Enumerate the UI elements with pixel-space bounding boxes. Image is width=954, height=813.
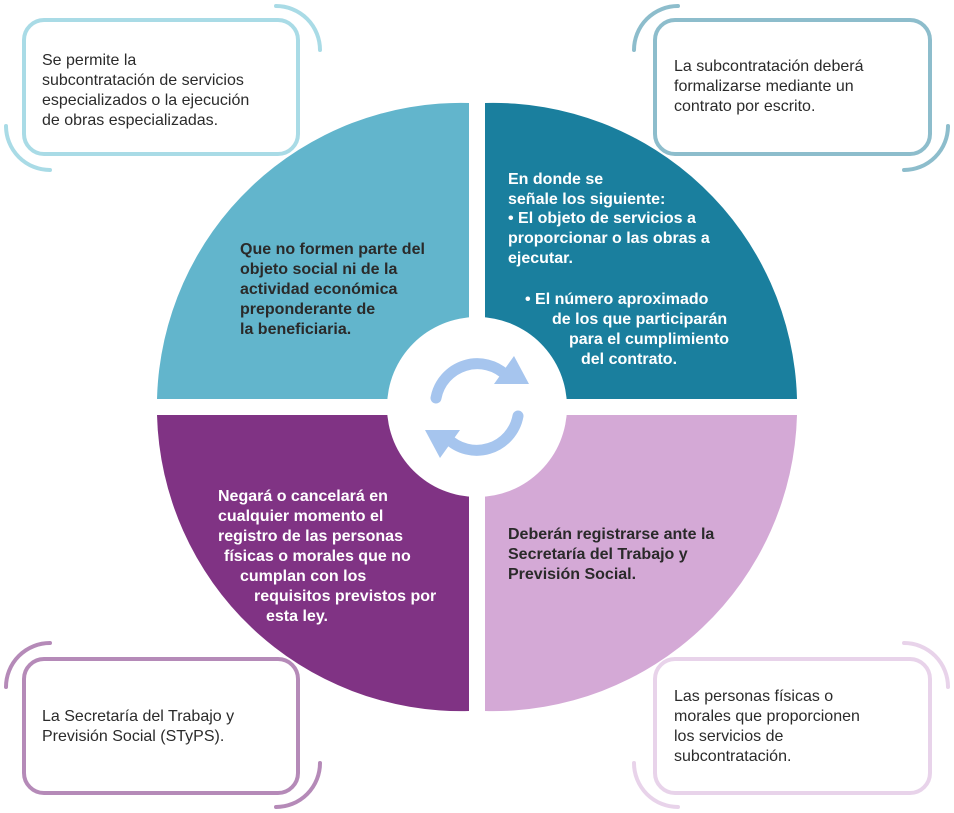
box-bottom-left-frame [22, 657, 300, 795]
bullet-2-line: de los que participarán [552, 311, 728, 328]
box-top-right-line: formalizarse mediante un [674, 78, 854, 95]
box-top-right-line: contrato por escrito. [674, 98, 816, 115]
box-bottom-right-frame [653, 657, 932, 795]
box-bottom-right-line: subcontratación. [674, 748, 792, 765]
box-top-left-line: especializados o la ejecución [42, 92, 250, 109]
quadrant-bottom-left-text: Negará o cancelará en cualquier momento … [218, 487, 436, 627]
box-top-left-line: Se permite la [42, 52, 137, 69]
arc-top-left-b [4, 124, 52, 172]
bullet-2-line: del contrato. [581, 351, 678, 368]
quadrant-top-right-bullet-2: • El número aproximado de los que partic… [525, 290, 729, 370]
quadrant-top-left-line: la beneficiaria. [240, 321, 352, 338]
box-top-left-frame [22, 18, 300, 156]
quadrant-top-right-intro-line: En donde se [508, 171, 604, 188]
box-bottom-left-line: La Secretaría del Trabajo y [42, 708, 235, 725]
quadrant-bottom-left-line: Negará o cancelará en [218, 488, 388, 505]
box-top-right-frame [653, 18, 932, 156]
box-top-left-line: de obras especializadas. [42, 112, 219, 129]
quadrant-bottom-right-text: Deberán registrarse ante la Secretaría d… [508, 525, 714, 585]
quadrant-bottom-left [157, 415, 469, 712]
quadrant-top-right-intro: En donde se señale los siguiente: [508, 170, 665, 210]
quadrant-top-left-text: Que no formen parte del objeto social ni… [240, 240, 425, 340]
arc-top-left-a [274, 4, 322, 52]
refresh-cycle-icon [430, 358, 524, 456]
arc-bottom-left-a [4, 641, 52, 689]
quadrant-bottom-right [485, 415, 797, 712]
box-bottom-left-text: La Secretaría del Trabajo y Previsión So… [42, 707, 234, 747]
arc-top-right-a [632, 4, 680, 52]
quadrant-bottom-left-line: registro de las personas [218, 528, 403, 545]
arc-bottom-right-a [902, 641, 950, 689]
box-bottom-right-line: Las personas físicas o [674, 688, 834, 705]
quadrant-bottom-right-line: Secretaría del Trabajo y [508, 546, 688, 563]
quadrant-top-left-line: actividad económica [240, 281, 398, 298]
arc-bottom-right-b [632, 761, 680, 809]
quadrant-bottom-left-line: esta ley. [266, 608, 328, 625]
quadrant-bottom-left-line: físicas o morales que no [224, 548, 411, 565]
quadrant-top-right-bullet-1: • El objeto de servicios a proporcionar … [508, 209, 710, 269]
box-top-right-line: La subcontratación deberá [674, 58, 864, 75]
box-bottom-right-line: morales que proporcionen [674, 708, 860, 725]
bullet-2-line: • El número aproximado [525, 291, 709, 308]
quadrant-bottom-left-line: cualquier momento el [218, 508, 384, 525]
arc-top-right-b [902, 124, 950, 172]
box-top-right-text: La subcontratación deberá formalizarse m… [674, 57, 863, 117]
bullet-1-line: proporcionar o las obras a [508, 230, 710, 247]
center-circle [387, 317, 567, 497]
quadrant-bottom-left-line: cumplan con los [240, 568, 367, 585]
quadrant-top-right-intro-line: señale los siguiente: [508, 191, 666, 208]
bullet-1-line: ejecutar. [508, 250, 573, 267]
quadrant-top-left-line: Que no formen parte del [240, 241, 425, 258]
box-top-left-line: subcontratación de servicios [42, 72, 244, 89]
quadrant-top-left-line: objeto social ni de la [240, 261, 398, 278]
refresh-arrowhead-bottom [425, 430, 460, 458]
quadrant-bottom-left-line: requisitos previstos por [254, 588, 437, 605]
quadrant-top-right [485, 102, 797, 400]
quadrant-bottom-right-line: Previsión Social. [508, 566, 637, 583]
box-bottom-left-line: Previsión Social (STyPS). [42, 728, 225, 745]
box-bottom-right-text: Las personas físicas o morales que propo… [674, 687, 860, 767]
box-bottom-right-line: los servicios de [674, 728, 784, 745]
box-top-left-text: Se permite la subcontratación de servici… [42, 51, 249, 131]
bullet-1-line: • El objeto de servicios a [508, 210, 696, 227]
quadrant-bottom-right-line: Deberán registrarse ante la [508, 526, 715, 543]
bullet-2-line: para el cumplimiento [569, 331, 730, 348]
quadrant-top-left [157, 102, 469, 399]
arc-bottom-left-b [274, 761, 322, 809]
refresh-arrowhead-top [494, 356, 529, 384]
quadrant-top-left-line: preponderante de [240, 301, 376, 318]
